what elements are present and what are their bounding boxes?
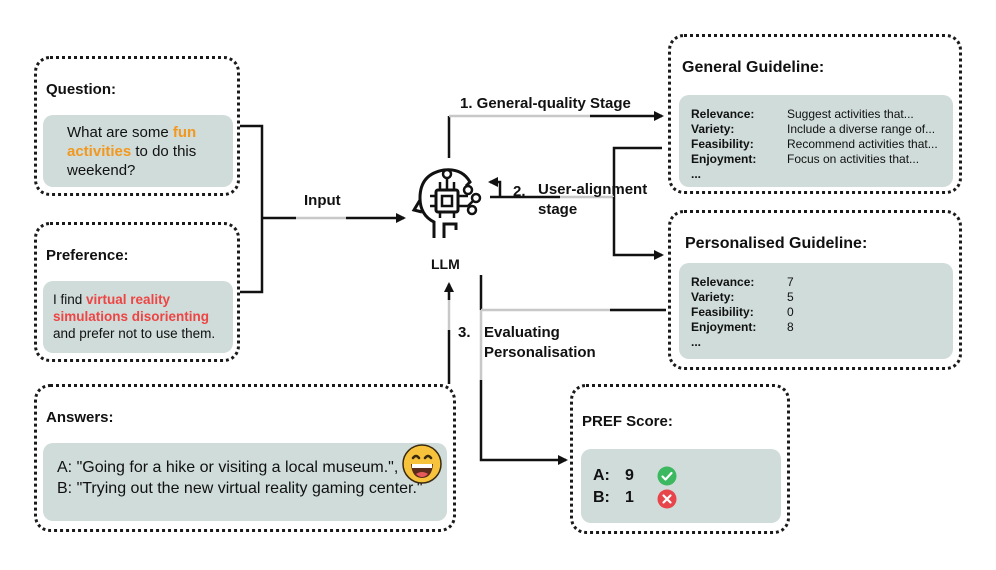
- score-b-value: 1: [625, 489, 634, 506]
- general-guideline-panel: General Guideline: Relevance:Suggest act…: [668, 34, 962, 194]
- score-b-label: B:: [593, 489, 610, 506]
- personalised-guideline-list: Relevance:7 Variety:5 Feasibility:0 Enjo…: [691, 275, 794, 350]
- pref-score-panel: PREF Score: A: 9 B: 1: [570, 384, 790, 534]
- llm-label: LLM: [431, 256, 460, 272]
- stage2-arrow: [488, 177, 502, 197]
- question-panel: Question: What are some fun activities t…: [34, 56, 240, 196]
- stage2-down-arrow: [612, 197, 664, 260]
- personalised-guideline-panel: Personalised Guideline: Relevance:7 Vari…: [668, 210, 962, 370]
- guideline-row: Relevance:Suggest activities that...: [691, 107, 914, 121]
- question-text: What are some fun activities to do this …: [67, 124, 197, 179]
- question-card: What are some fun activities to do this …: [43, 115, 233, 187]
- answer-b: B: "Trying out the new virtual reality g…: [57, 480, 423, 497]
- question-title: Question:: [46, 81, 116, 98]
- guideline-row: ...: [691, 167, 702, 181]
- guideline-row: Feasibility:Recommend activities that...: [691, 137, 938, 151]
- answers-card: A: "Going for a hike or visiting a local…: [43, 443, 447, 521]
- stage2-label-line1: User-alignment: [538, 181, 648, 198]
- stage3-arrow: [479, 380, 568, 465]
- answer-a: A: "Going for a hike or visiting a local…: [57, 459, 399, 476]
- answers-panel: Answers: A: "Going for a hike or visitin…: [34, 384, 456, 532]
- general-guideline-list: Relevance:Suggest activities that... Var…: [691, 107, 938, 182]
- brain-chip-icon: [411, 168, 482, 238]
- preference-title: Preference:: [46, 247, 129, 264]
- stage3-label-line1: Evaluating: [484, 324, 560, 341]
- guideline-row: Relevance:7: [691, 275, 794, 289]
- preference-highlight: virtual reality simulations disorienting: [53, 292, 210, 324]
- general-guideline-card: Relevance:Suggest activities that... Var…: [679, 95, 953, 187]
- guideline-row: ...: [691, 335, 702, 349]
- guideline-row: Enjoyment:Focus on activities that...: [691, 152, 920, 166]
- input-bracket: [238, 124, 264, 294]
- guideline-row: Variety:5: [691, 290, 794, 304]
- pref-score-title: PREF Score:: [582, 413, 673, 430]
- input-label: Input: [304, 192, 341, 209]
- question-highlight: fun activities: [67, 124, 197, 160]
- stage3-label-line2: Personalisation: [484, 344, 596, 361]
- personalised-guideline-card: Relevance:7 Variety:5 Feasibility:0 Enjo…: [679, 263, 953, 359]
- personalised-guideline-title: Personalised Guideline:: [685, 235, 868, 252]
- guideline-row: Variety:Include a diverse range of...: [691, 122, 936, 136]
- preference-panel: Preference: I find virtual reality simul…: [34, 222, 240, 362]
- score-a-label: A:: [593, 467, 610, 484]
- grinning-emoji-icon: [402, 444, 442, 484]
- pref-score-card: A: 9 B: 1: [581, 449, 781, 523]
- check-icon: [657, 466, 677, 486]
- score-a-value: 9: [625, 467, 634, 484]
- cross-icon: [657, 489, 677, 509]
- guideline-row: Enjoyment:8: [691, 320, 794, 334]
- guideline-row: Feasibility:0: [691, 305, 794, 319]
- answers-title: Answers:: [46, 409, 114, 426]
- stage3-number: 3.: [458, 324, 471, 341]
- stage2-label-line2: stage: [538, 201, 578, 218]
- preference-text: I find virtual reality simulations disor…: [53, 292, 216, 341]
- stage2-number: 2.: [513, 183, 526, 200]
- stage1-label: 1. General-quality Stage: [460, 95, 631, 112]
- general-guideline-title: General Guideline:: [682, 59, 825, 76]
- preference-card: I find virtual reality simulations disor…: [43, 281, 233, 353]
